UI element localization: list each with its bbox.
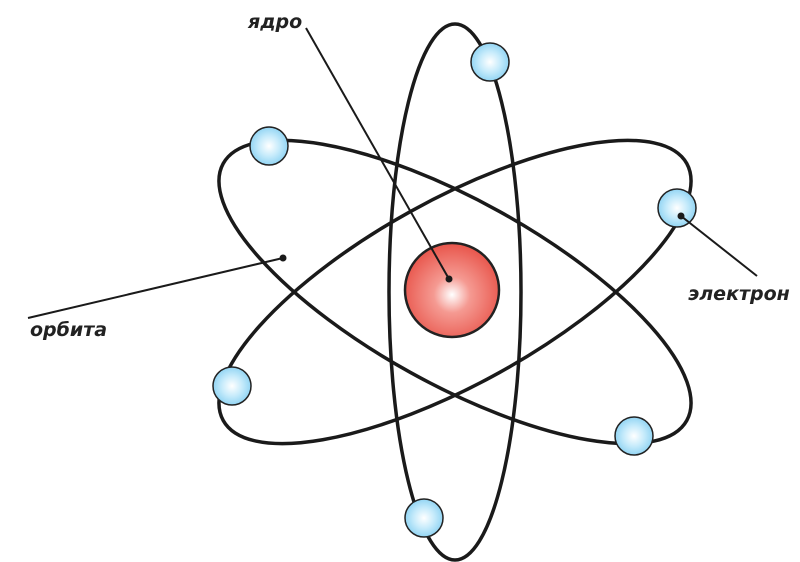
electron-bottom <box>404 498 444 538</box>
electron-label: электрон <box>688 283 790 305</box>
orbit-marker-dot <box>279 254 287 262</box>
electron-leader-line <box>680 215 758 277</box>
electron-upper-left <box>249 126 289 166</box>
electron-lower-right <box>614 416 654 456</box>
electron-top <box>470 42 510 82</box>
orbit-descending <box>217 138 693 446</box>
electron-right <box>657 188 697 228</box>
orbit-leader-line <box>27 257 284 319</box>
electron-lower-left <box>212 366 252 406</box>
orbit-label: орбита <box>30 319 107 341</box>
nucleus-leader-line <box>305 27 450 280</box>
nucleus-label: ядро <box>247 11 302 33</box>
nucleus <box>403 241 501 339</box>
orbit-vertical <box>387 22 523 562</box>
